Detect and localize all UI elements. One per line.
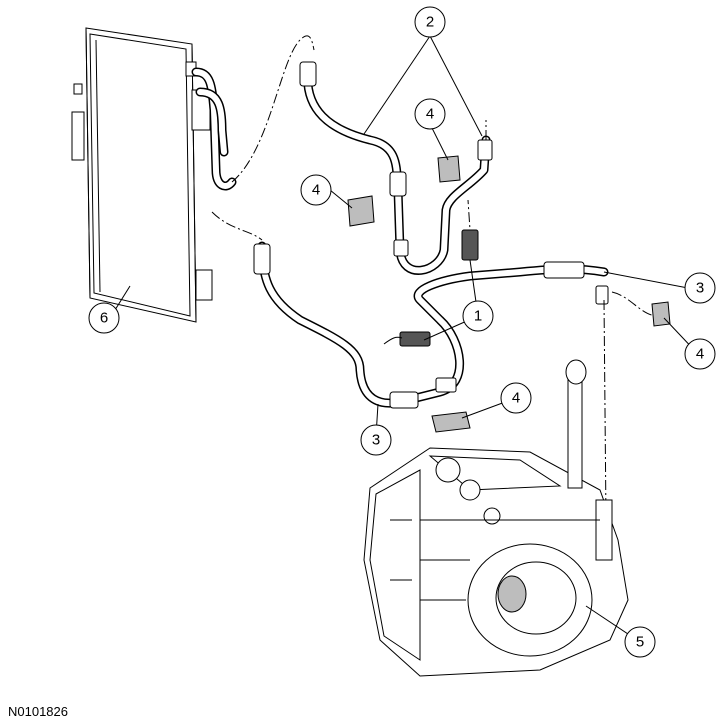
callout-3-left-label: 3 bbox=[372, 432, 380, 449]
callout-5: 5 bbox=[624, 626, 656, 658]
callout-4-right-label: 4 bbox=[696, 346, 704, 363]
lower-cooler-hose bbox=[253, 199, 657, 521]
cooler-side-tubes bbox=[191, 35, 315, 241]
callout-4-lower: 4 bbox=[500, 382, 532, 414]
callout-3-right: 3 bbox=[684, 272, 716, 304]
callout-4-left: 4 bbox=[300, 174, 332, 206]
callout-4-upper-label: 4 bbox=[426, 106, 434, 123]
transaxle-assembly bbox=[363, 359, 629, 677]
figure-id: N0101826 bbox=[8, 704, 68, 719]
callout-1-label: 1 bbox=[474, 308, 482, 325]
callout-6: 6 bbox=[88, 302, 120, 334]
callout-4-left-label: 4 bbox=[312, 182, 320, 199]
transmission-fluid-cooler bbox=[71, 27, 213, 323]
callout-2-label: 2 bbox=[426, 14, 434, 31]
upper-cooler-hose bbox=[299, 61, 493, 275]
callout-3-right-label: 3 bbox=[696, 280, 704, 297]
callout-1: 1 bbox=[462, 300, 494, 332]
callout-6-label: 6 bbox=[100, 310, 108, 327]
callout-4-right: 4 bbox=[684, 338, 716, 370]
callout-4-upper: 4 bbox=[414, 98, 446, 130]
callout-3-left: 3 bbox=[360, 424, 392, 456]
callout-4-lower-label: 4 bbox=[512, 390, 520, 407]
callout-2: 2 bbox=[414, 6, 446, 38]
callout-5-label: 5 bbox=[636, 634, 644, 651]
retaining-clips bbox=[347, 155, 671, 433]
